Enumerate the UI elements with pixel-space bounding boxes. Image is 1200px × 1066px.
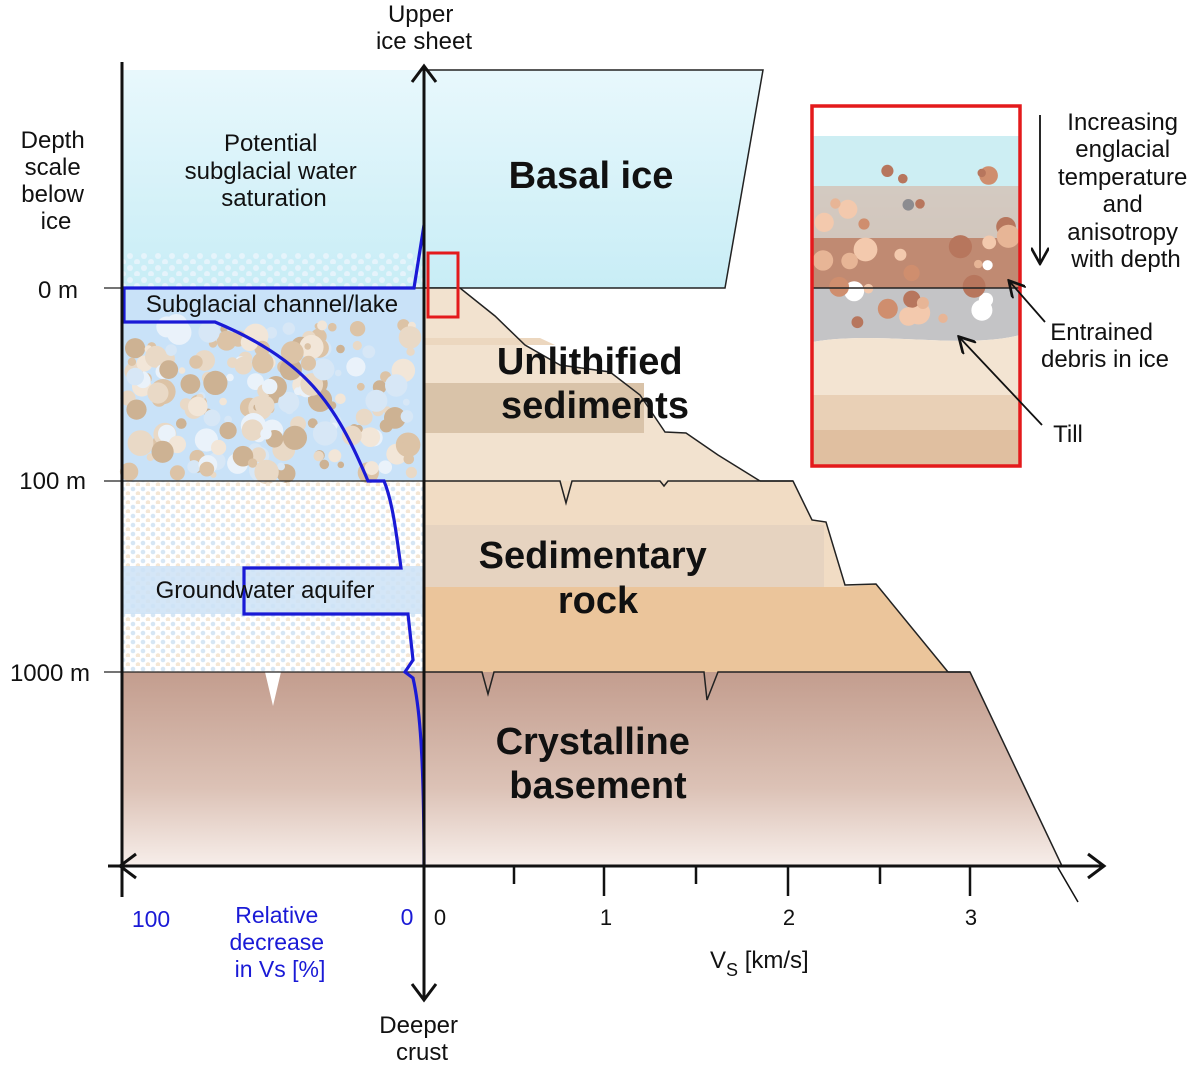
unlithified-sediments-label: Unlithified sediments	[497, 341, 693, 427]
debris-pointer	[1010, 282, 1046, 323]
vs-tick-2: 2	[783, 905, 795, 930]
zoom-box-small	[426, 251, 460, 319]
sedimentary-rock-label: Sedimentary rock	[479, 535, 718, 622]
depth-tick-100m: 100 m	[19, 468, 86, 495]
left-panel	[104, 70, 426, 867]
relative-axis-right-value: 0	[401, 904, 414, 930]
crystalline-basement-layer	[424, 672, 1062, 866]
vs-tick-0: 0	[434, 905, 446, 930]
arrow-up-icon	[410, 63, 438, 83]
vs-tick-1: 1	[600, 905, 612, 930]
trend-label: Increasing englacial temperature and ani…	[1058, 109, 1194, 273]
axes	[108, 62, 1107, 1003]
depth-tick-1000m: 1000 m	[10, 660, 90, 687]
upper-ice-sheet-label: Upper ice sheet	[376, 1, 472, 55]
left-basement	[122, 672, 424, 866]
basal-ice-label: Basal ice	[509, 155, 674, 197]
inset-panel	[810, 104, 1046, 468]
water-saturation-zone	[122, 70, 424, 288]
arrow-down-icon	[410, 983, 438, 1003]
depth-tick-0m: 0 m	[38, 277, 78, 304]
deeper-crust-label: Deeper crust	[379, 1012, 464, 1066]
water-saturation-label: Potential subglacial water saturation	[185, 130, 364, 212]
right-layers	[423, 69, 1063, 867]
arrow-left-icon	[117, 852, 137, 880]
relative-axis-label: Relative decrease in Vs [%]	[229, 902, 330, 982]
depth-scale-title: Depth scale below ice	[21, 127, 92, 235]
vs-axis-label: VS [km/s]	[710, 947, 809, 980]
vs-decrease-curve	[122, 224, 426, 867]
debris-label: Entrained debris in ice	[1041, 319, 1169, 373]
vs-tick-3: 3	[965, 905, 977, 930]
relative-axis-left-value: 100	[132, 906, 170, 932]
channel-label: Subglacial channel/lake	[146, 291, 398, 318]
till-label: Till	[1053, 421, 1083, 448]
arrow-right-icon	[1087, 852, 1107, 880]
aquifer-zone	[122, 566, 424, 614]
aquifer-label: Groundwater aquifer	[156, 577, 375, 604]
till-pointer	[960, 338, 1043, 426]
crystalline-basement-label: Crystalline basement	[496, 721, 701, 807]
